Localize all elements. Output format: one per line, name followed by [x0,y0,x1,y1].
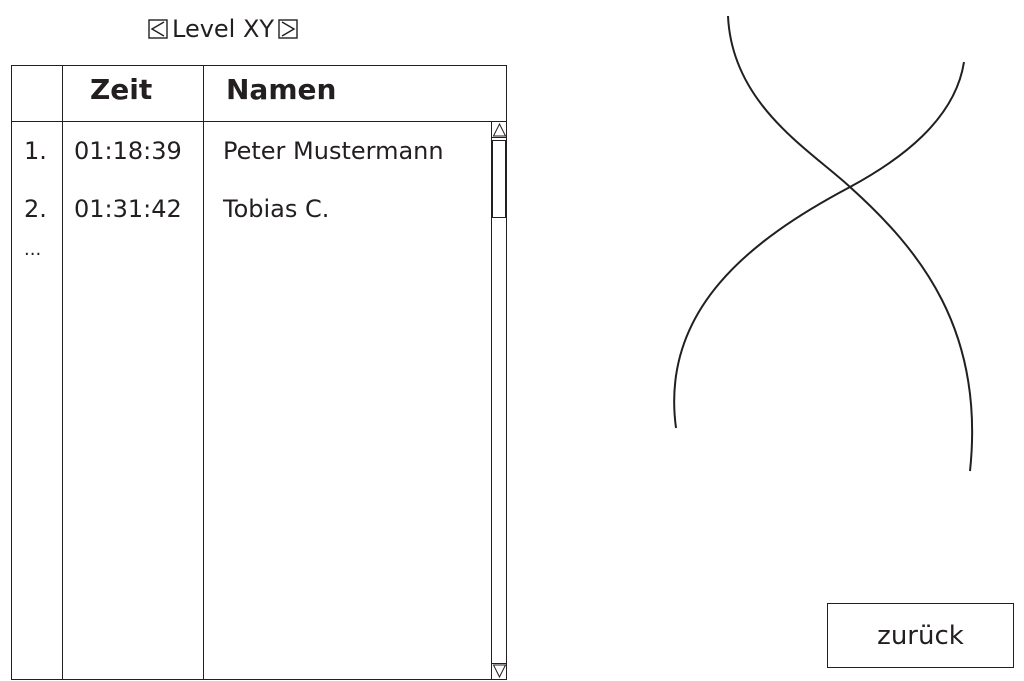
triangle-right-icon [278,19,298,39]
time-cell: 01:18:39 [74,137,182,165]
scroll-down-button[interactable] [492,663,507,679]
level-prev-button[interactable] [148,19,168,39]
column-divider [203,66,204,679]
table-row[interactable]: 1. 01:18:39 Peter Mustermann [12,122,491,180]
header-divider [12,121,506,122]
column-divider [62,66,63,679]
back-button[interactable]: zurück [827,603,1014,668]
scroll-up-button[interactable] [492,122,507,138]
rank-cell: 1. [24,137,47,165]
more-rows-indicator: ... [24,239,42,260]
time-cell: 01:31:42 [74,195,182,223]
column-header-name: Namen [226,73,337,106]
name-cell: Peter Mustermann [223,137,444,165]
table-scrollbar[interactable] [491,122,507,679]
triangle-left-icon [148,19,168,39]
scroll-up-arrow-icon [492,122,507,138]
table-body: 1. 01:18:39 Peter Mustermann 2. 01:31:42… [12,122,491,679]
column-header-time: Zeit [90,73,153,106]
name-cell: Tobias C. [223,195,330,223]
level-selector: Level XY [148,12,298,46]
scroll-thumb[interactable] [492,140,506,218]
level-title: Level XY [172,15,275,43]
highscore-table: Zeit Namen 1. 01:18:39 Peter Mustermann … [11,65,507,680]
rank-cell: 2. [24,195,47,223]
table-row[interactable]: 2. 01:31:42 Tobias C. [12,180,491,238]
hourglass-icon [673,15,974,472]
scroll-down-arrow-icon [492,663,507,679]
level-next-button[interactable] [278,19,298,39]
